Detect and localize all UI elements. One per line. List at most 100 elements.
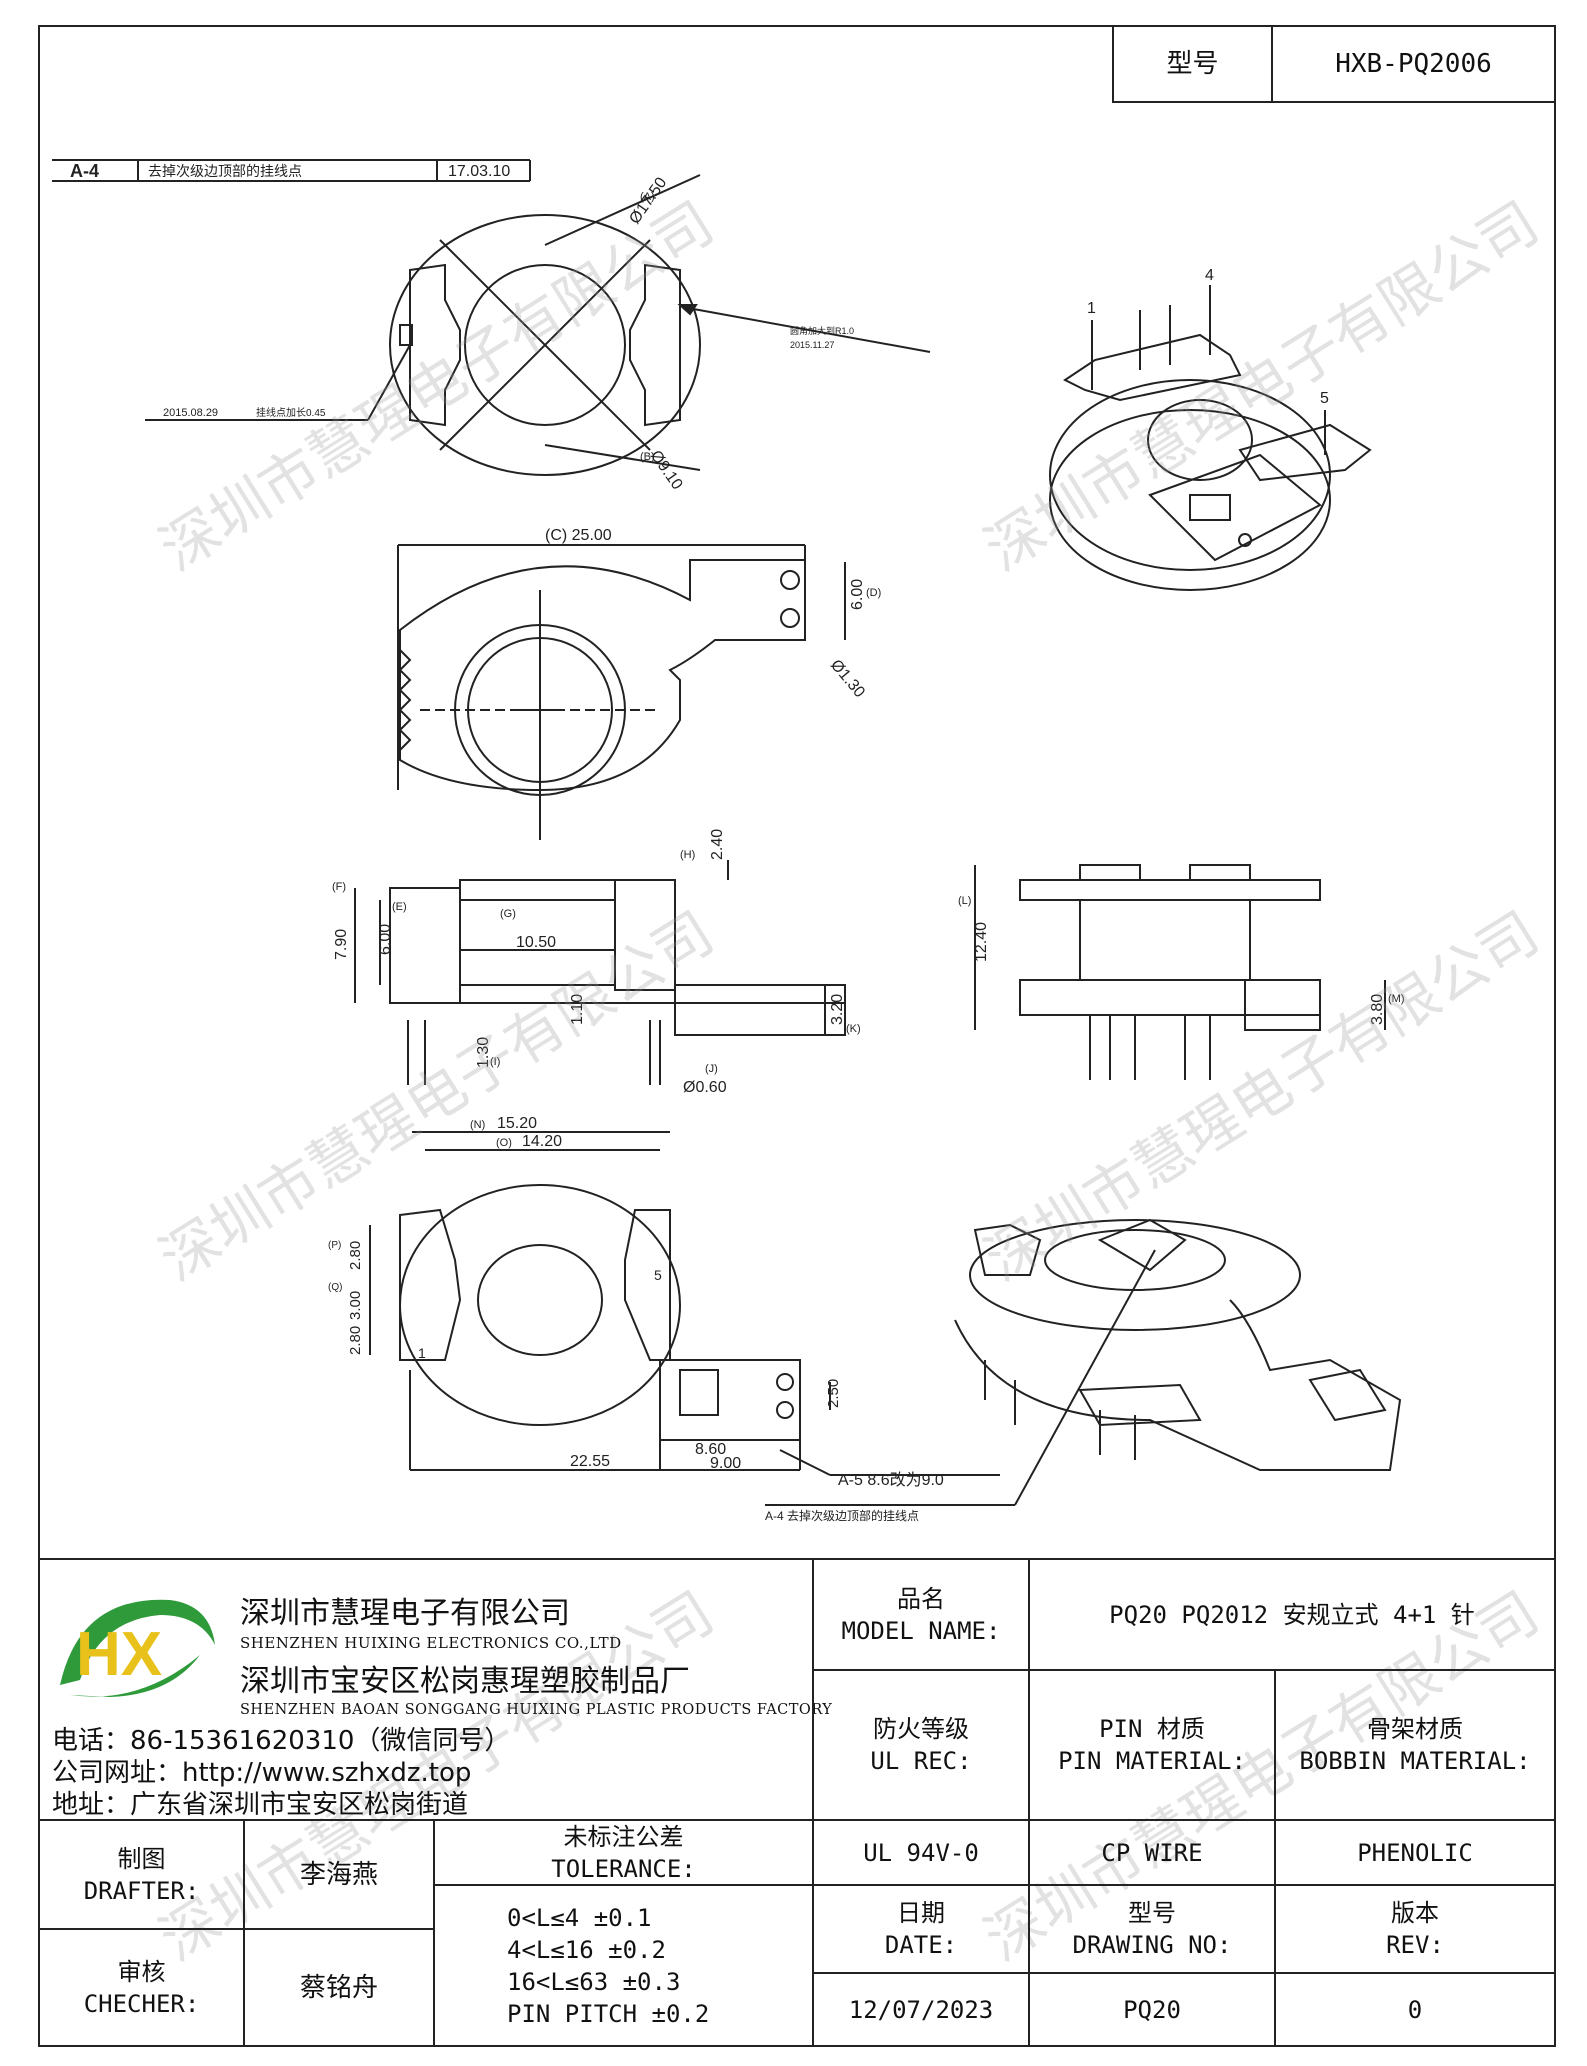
pin-material-value: CP WIRE (1028, 1819, 1276, 1886)
model-name-value: PQ20 PQ2012 安规立式 4+1 针 (1028, 1558, 1556, 1671)
drafter-value: 李海燕 (243, 1819, 435, 1930)
rev-a4-text: 去掉次级边顶部的挂线点 (148, 163, 302, 179)
dim-b: (B) (640, 451, 655, 463)
dim-a: (A) (640, 191, 655, 203)
dim-f: (F) (332, 881, 346, 893)
date-value: 12/07/2023 (812, 1972, 1030, 2047)
dim-o: (O) (496, 1137, 512, 1149)
dim-g-val: 10.50 (516, 934, 556, 951)
dim-h-val: 2.40 (709, 829, 726, 860)
date-label: 日期 DATE: (812, 1884, 1030, 1974)
view-pin1: 1 (418, 1345, 426, 1361)
rev-value: 0 (1274, 1972, 1556, 2047)
bottom-view: (C) 25.00 6.00 (D) Ø1.30 (397, 527, 881, 840)
tolerance-row-4: PIN PITCH ±0.2 (507, 1999, 710, 2028)
pin-material-en: PIN MATERIAL: (1058, 1747, 1246, 1775)
tolerance-en: TOLERANCE: (551, 1854, 696, 1883)
iso-pin4: 4 (1205, 267, 1214, 284)
iso-pin1: 1 (1087, 300, 1096, 317)
title-block (38, 1558, 1556, 1560)
dim-e2: (E) (392, 901, 407, 913)
company-phone: 电话：86-15361620310（微信同号） (52, 1726, 511, 1756)
checker-en: CHECHER: (83, 1989, 200, 2018)
drawing-no-cn: 型号 (1128, 1899, 1176, 1927)
ul-label: 防火等级 UL REC: (812, 1669, 1030, 1821)
dim-n-val: 15.20 (497, 1115, 537, 1132)
rev-en: REV: (1386, 1931, 1444, 1959)
date-cn: 日期 (897, 1899, 945, 1927)
drafter-en: DRAFTER: (83, 1876, 200, 1905)
dim-j: (J) (705, 1063, 718, 1075)
drafter-cn: 制图 (117, 1844, 166, 1873)
dim-r-val: 2.80 (347, 1326, 364, 1355)
checker-label: 审核 CHECHER: (38, 1928, 245, 2047)
date-en: DATE: (884, 1931, 958, 1959)
dim-g: (G) (500, 908, 516, 920)
note-2015a-date: 2015.08.29 (163, 407, 218, 419)
dim-m-val: 3.80 (1369, 994, 1386, 1025)
dim-n: (N) (470, 1119, 485, 1131)
company-name-en: SHENZHEN HUIXING ELECTRONICS CO.,LTD (240, 1634, 622, 1652)
drawing-no-label: 型号 DRAWING NO: (1028, 1884, 1276, 1974)
ul-value: UL 94V-0 (812, 1819, 1030, 1886)
divider (812, 1558, 814, 2047)
pin-material-cn: PIN 材质 (1099, 1715, 1205, 1743)
tolerance-cn: 未标注公差 (563, 1822, 684, 1851)
dim-e-val: Ø1.30 (827, 657, 868, 701)
note-2015a-text: 挂线点加长0.45 (256, 406, 326, 419)
front-view: 7.90 (F) 6.00 (E) 10.50 (G) 2.40 (H) 1.1… (332, 829, 861, 1096)
side-view: 12.40 (L) 3.80 (M) (958, 864, 1405, 1080)
note-a5: A-5 8.6改为9.0 (838, 1471, 944, 1489)
drawing-no-en: DRAWING NO: (1072, 1931, 1232, 1959)
dim-q-val: 3.00 (347, 1291, 364, 1320)
bobbin-material-value: PHENOLIC (1274, 1819, 1556, 1886)
model-name-label: 品名 MODEL NAME: (812, 1558, 1030, 1671)
dim-p: (P) (328, 1240, 341, 1251)
dim-u-val: 8.60 (695, 1441, 726, 1458)
factory-name-cn: 深圳市宝安区松岗惠瑆塑胶制品厂 (240, 1664, 690, 1699)
tolerance-row-1: 0<L≤4 ±0.1 (507, 1903, 652, 1932)
dim-el-val: 12.40 (973, 922, 990, 962)
company-logo: HX (60, 1599, 215, 1697)
dim-l-val: 1.30 (475, 1037, 492, 1068)
rev-a4-code: A-4 (70, 161, 99, 181)
factory-name-en: SHENZHEN BAOAN SONGGANG HUIXING PLASTIC … (240, 1702, 833, 1718)
drafter-label: 制图 DRAFTER: (38, 1819, 245, 1930)
dim-t-val: 22.55 (570, 1453, 610, 1470)
bobbin-material-cn: 骨架材质 (1367, 1715, 1463, 1743)
pin-view: 15.20 (N) 14.20 (O) 2.80 (P) 3.00 (Q) 2.… (328, 1115, 1156, 1523)
dim-l: (I) (490, 1056, 500, 1068)
model-name-en: MODEL NAME: (841, 1616, 1001, 1645)
header-type-value: HXB-PQ2006 (1271, 25, 1556, 103)
drawing-no-value: PQ20 (1028, 1972, 1276, 2047)
technical-drawing: A-4 去掉次级边顶部的挂线点 17.03.10 Ø17.50 (A) Ø9.1… (52, 159, 1405, 1523)
iso-pin5: 5 (1320, 390, 1329, 407)
dim-c: (C) 25.00 (545, 527, 612, 544)
note-2015b-date: 2015.11.27 (790, 340, 834, 350)
dim-o-val: 14.20 (522, 1133, 562, 1150)
checker-value: 蔡铭舟 (243, 1928, 435, 2047)
tolerance-label: 未标注公差 TOLERANCE: (433, 1819, 814, 1886)
dim-h: (H) (680, 849, 695, 861)
company-name-cn: 深圳市慧瑆电子有限公司 (240, 1596, 570, 1631)
dim-j-val: Ø0.60 (683, 1079, 727, 1096)
rev-label: 版本 REV: (1274, 1884, 1556, 1974)
dim-f-val: 7.90 (333, 929, 350, 960)
bobbin-material-en: BOBBIN MATERIAL: (1299, 1747, 1531, 1775)
bobbin-material-label: 骨架材质 BOBBIN MATERIAL: (1274, 1669, 1556, 1821)
rev-a4-date: 17.03.10 (448, 163, 510, 180)
checker-cn: 审核 (117, 1957, 166, 1986)
note-2015b-text: 圆角加大到R1.0 (790, 325, 854, 336)
company-address: 地址：广东省深圳市宝安区松岗街道 (52, 1790, 469, 1820)
ul-en: UL REC: (870, 1747, 972, 1775)
dim-k-val: 3.20 (829, 994, 846, 1025)
revision-row: A-4 去掉次级边顶部的挂线点 17.03.10 (52, 159, 531, 182)
dim-i-val: 1.10 (569, 994, 586, 1025)
iso-view-bottom (954, 1218, 1402, 1471)
dim-k: (K) (846, 1023, 861, 1035)
dim-d: (D) (866, 587, 881, 599)
tolerance-row-2: 4<L≤16 ±0.2 (507, 1935, 666, 1964)
dim-m: (M) (1388, 993, 1405, 1005)
company-website: 公司网址：http://www.szhxdz.top (52, 1758, 472, 1788)
note-a4: A-4 去掉次级边顶部的挂线点 (765, 1508, 919, 1523)
